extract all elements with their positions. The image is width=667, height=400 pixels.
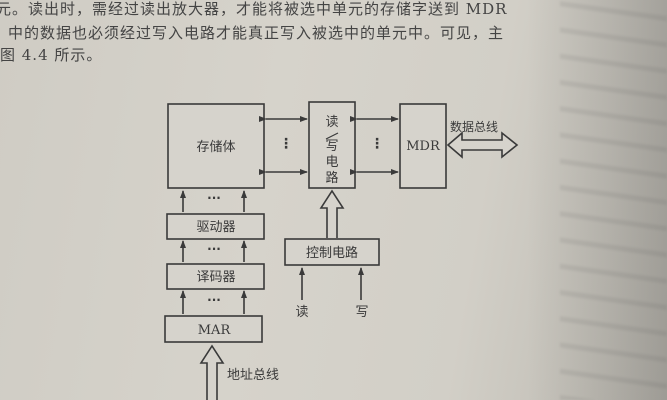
blurred-facing-page-text <box>560 0 667 400</box>
address-bus-label: 地址总线 <box>227 368 279 383</box>
control-to-rw-arrow <box>319 189 345 238</box>
control-circuit-box <box>284 238 380 266</box>
rw-label-electric: 电 <box>325 155 338 170</box>
ellipsis-rw-mdr: ⋮ <box>370 136 384 152</box>
mdr-label: MDR <box>406 139 441 154</box>
rw-label-read: 读 <box>325 115 338 130</box>
control-circuit-label: 控制电路 <box>306 245 358 261</box>
ellipsis-storage-rw: ⋮ <box>279 136 293 152</box>
rw-label-write: 写 <box>325 139 338 154</box>
write-label: 写 <box>355 305 368 320</box>
ellipsis-decoder-mar: ··· <box>207 293 221 307</box>
mdr-box <box>399 103 447 189</box>
body-text-line-1: 元。读出时，需经过读出放大器，才能将被选中单元的存储字送到 MDR <box>0 0 508 18</box>
address-bus-arrow <box>199 344 225 400</box>
ellipsis-driver-decoder: ··· <box>207 242 221 256</box>
mar-box <box>164 315 263 343</box>
rw-label-circuit: 路 <box>325 170 338 186</box>
rw-circuit-box <box>308 101 356 189</box>
body-text-line-2: 中的数据也必须经过写入电路才能真正写入被选中的单元中。可见，主 <box>8 24 505 42</box>
body-text-line-3: 图 4.4 所示。 <box>0 46 103 64</box>
decoder-label: 译码器 <box>196 270 235 285</box>
mar-label: MAR <box>198 323 232 338</box>
data-bus-arrow <box>446 131 519 159</box>
decoder-box <box>166 263 265 290</box>
storage-box <box>167 103 265 189</box>
storage-label: 存储体 <box>196 140 235 155</box>
driver-box <box>166 213 265 240</box>
ellipsis-storage-driver: ··· <box>207 191 221 205</box>
driver-label: 驱动器 <box>196 220 235 235</box>
data-bus-label: 数据总线 <box>450 119 498 134</box>
read-label: 读 <box>295 305 308 320</box>
